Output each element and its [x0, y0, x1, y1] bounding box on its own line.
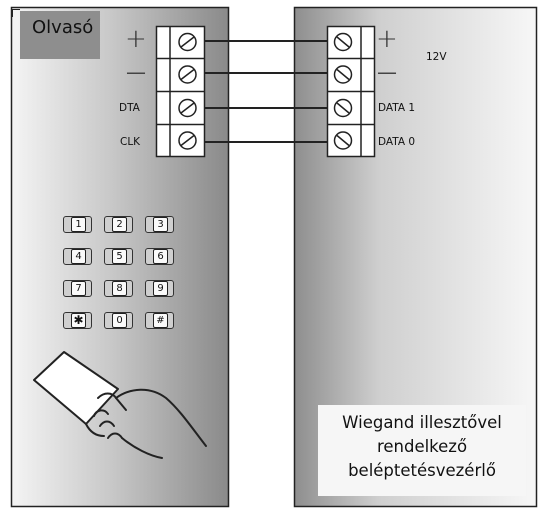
keypad-key-star[interactable]: ✱ — [63, 312, 92, 329]
reader-terminal-minus-label: — — [126, 60, 146, 84]
corner-mark — [12, 9, 20, 17]
keypad-key[interactable]: 0 — [104, 312, 133, 329]
screw-icon — [333, 98, 353, 118]
controller-title-line: beléptetésvezérlő — [348, 461, 496, 480]
keypad-key[interactable]: 7 — [63, 280, 92, 297]
screw-icon — [178, 131, 197, 150]
reader-title: Olvasó — [32, 17, 94, 38]
controller-title-line: rendelkező — [376, 437, 468, 456]
controller-terminal-data1-label: DATA 1 — [378, 102, 416, 114]
hand-with-card-icon — [33, 351, 207, 459]
screw-icon — [333, 131, 353, 150]
keypad-key[interactable]: 2 — [104, 216, 133, 233]
reader-terminal-plus-label: + — [125, 24, 147, 54]
screw-icon — [178, 65, 197, 84]
keypad-key[interactable]: 4 — [63, 248, 92, 265]
keypad-key[interactable]: 6 — [145, 248, 174, 265]
reader-title-box: Olvasó — [20, 11, 100, 59]
controller-title-box: Wiegand illesztővel rendelkező belépteté… — [318, 405, 526, 496]
controller-terminal-minus-label: — — [377, 60, 397, 84]
screw-icon — [178, 98, 197, 118]
keypad-key-hash[interactable]: # — [145, 312, 174, 329]
keypad-key[interactable]: 9 — [145, 280, 174, 297]
keypad-key[interactable]: 3 — [145, 216, 174, 233]
controller-terminal-block — [326, 25, 376, 158]
controller-title-line: Wiegand illesztővel — [342, 413, 502, 432]
keypad-key[interactable]: 8 — [104, 280, 133, 297]
screw-icon — [178, 32, 197, 52]
keypad-key[interactable]: 1 — [63, 216, 92, 233]
screw-icon — [333, 32, 353, 52]
reader-terminal-block — [155, 25, 206, 158]
screw-icon — [333, 65, 353, 84]
keypad-key[interactable]: 5 — [104, 248, 133, 265]
controller-voltage-label: 12V — [426, 51, 447, 63]
reader-terminal-dta-label: DTA — [119, 102, 140, 114]
reader-terminal-clk-label: CLK — [120, 136, 141, 148]
controller-terminal-plus-label: + — [376, 24, 398, 54]
controller-terminal-data0-label: DATA 0 — [378, 136, 416, 148]
wires — [205, 40, 327, 143]
